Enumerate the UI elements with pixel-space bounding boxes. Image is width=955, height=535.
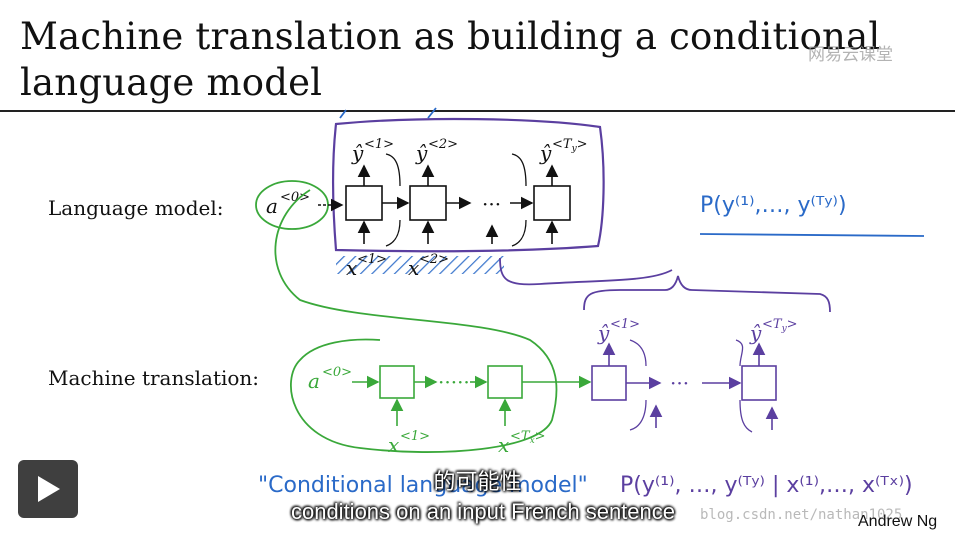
- play-icon: [38, 476, 60, 502]
- svg-text:·····: ·····: [438, 370, 470, 394]
- svg-text:<2>: <2>: [419, 252, 449, 267]
- svg-text:x: x: [346, 256, 357, 280]
- svg-text:<2>: <2>: [428, 137, 458, 152]
- svg-text:ŷ: ŷ: [351, 141, 364, 165]
- encoder-cell-T: [487, 365, 523, 399]
- encoder-green-outline: [274, 189, 558, 453]
- lm-a0-label: a: [266, 194, 278, 218]
- svg-text:x: x: [408, 256, 419, 280]
- svg-text:···: ···: [482, 192, 501, 216]
- lm-probability-note: P(y⁽¹⁾,…, y⁽ᵀʸ⁾): [700, 193, 847, 218]
- subtitle-chinese: 的可能性: [433, 470, 522, 495]
- svg-text:ŷ: ŷ: [539, 141, 552, 165]
- svg-text:ŷ: ŷ: [415, 141, 428, 165]
- svg-text:x: x: [498, 433, 509, 457]
- language-model-label: Language model:: [48, 196, 224, 220]
- subtitle-english: conditions on an input French sentence: [290, 499, 676, 524]
- mt-decoder-brace: [583, 275, 831, 313]
- slide-title: Machine translation as building a condit…: [20, 15, 881, 104]
- svg-text:<1>: <1>: [364, 137, 394, 152]
- svg-text:<Tx>: <Tx>: [510, 429, 546, 446]
- svg-text:<1>: <1>: [400, 429, 430, 444]
- lm-cell-1: [345, 185, 383, 221]
- svg-text:<Ty>: <Ty>: [552, 137, 588, 154]
- svg-text:ŷ: ŷ: [597, 321, 610, 345]
- svg-text:···: ···: [670, 371, 689, 395]
- decoder-cell-T: [741, 365, 777, 401]
- csdn-url-watermark: blog.csdn.net/nathan1025: [700, 507, 903, 523]
- decoder-cell-1: [591, 365, 627, 401]
- svg-text:<Ty>: <Ty>: [762, 317, 798, 334]
- svg-text:<0>: <0>: [322, 365, 352, 380]
- svg-text:ŷ: ŷ: [749, 321, 762, 345]
- machine-translation-label: Machine translation:: [48, 366, 260, 390]
- svg-text:<0>: <0>: [280, 190, 310, 205]
- lm-cell-T: [533, 185, 571, 221]
- netease-watermark: 网易云课堂: [808, 45, 893, 65]
- lm-input-hatch: [336, 256, 504, 274]
- svg-text:a: a: [308, 369, 320, 393]
- svg-text:<1>: <1>: [357, 252, 387, 267]
- lm-purple-box: [331, 117, 605, 253]
- conditional-lm-note: "Conditional language model": [258, 473, 588, 498]
- play-button[interactable]: [18, 460, 78, 518]
- svg-text:x: x: [388, 433, 399, 457]
- mt-probability-note: P(y⁽¹⁾, …, y⁽ᵀʸ⁾ | x⁽¹⁾,…, x⁽ᵀˣ⁾): [620, 473, 913, 498]
- title-divider: [0, 110, 955, 112]
- svg-text:<1>: <1>: [610, 317, 640, 332]
- lm-cell-2: [409, 185, 447, 221]
- encoder-cell-1: [379, 365, 415, 399]
- author-label: Andrew Ng: [858, 513, 938, 530]
